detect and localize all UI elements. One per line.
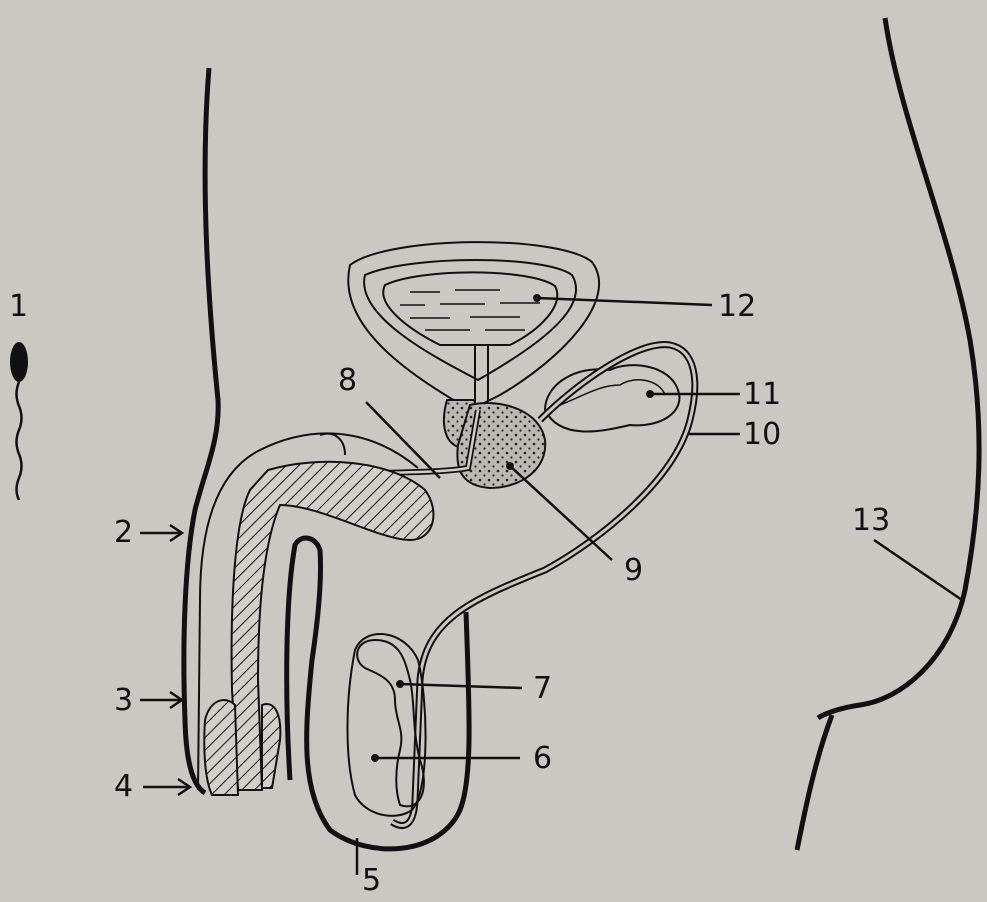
label-12: 12: [718, 292, 756, 322]
bladder-neck: [475, 345, 488, 408]
back-outline: [818, 18, 979, 718]
bladder-inner-wall: [383, 272, 557, 345]
label-5: 5: [362, 866, 381, 896]
label-8: 8: [338, 366, 357, 396]
prostate-pointer-dot: [506, 462, 514, 470]
label-7: 7: [533, 674, 552, 704]
scrotum-outline: [287, 538, 469, 849]
label-2: 2: [114, 518, 133, 548]
label-10: 10: [743, 420, 781, 450]
bladder-fluid-lines: [400, 290, 540, 330]
glans-tissue-right: [262, 704, 280, 788]
label-6: 6: [533, 744, 552, 774]
label-4: 4: [114, 772, 133, 802]
leg-outline: [797, 715, 832, 850]
label-13: 13: [852, 506, 890, 536]
epididymis-pointer-dot: [396, 680, 404, 688]
sperm-cell-shape: [10, 342, 28, 500]
bladder-outer-wall: [348, 242, 599, 410]
label-11: 11: [743, 380, 781, 410]
abdominal-wall-outline: [184, 68, 218, 793]
label-1: 1: [9, 292, 28, 322]
bladder-pointer-dot: [533, 294, 541, 302]
label-3: 3: [114, 686, 133, 716]
penis-outline-top: [320, 434, 345, 455]
label-9: 9: [624, 556, 643, 586]
testis-pointer-dot: [371, 754, 379, 762]
glans-tissue: [204, 700, 238, 795]
vesicle-pointer-dot: [646, 390, 654, 398]
